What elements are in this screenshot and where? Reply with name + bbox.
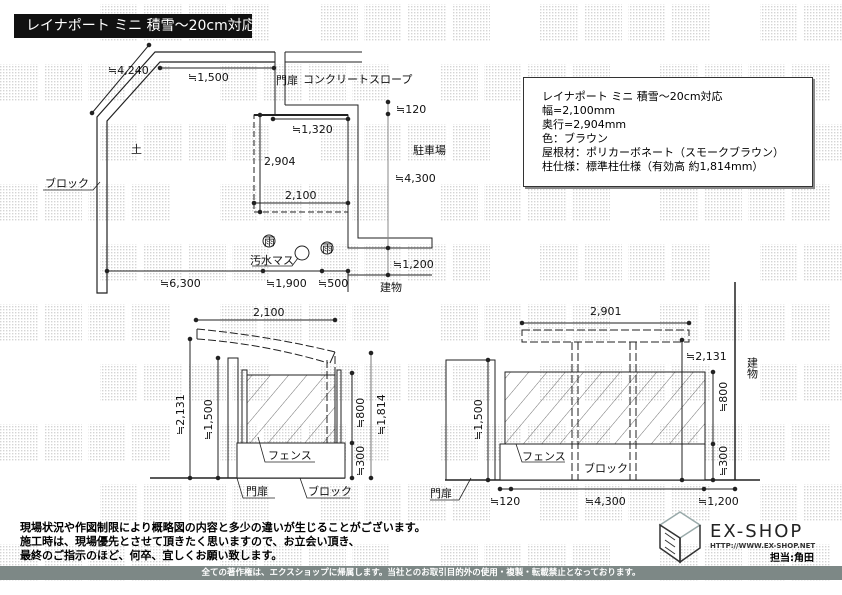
dim-side-300: ≒300 bbox=[717, 446, 730, 476]
spec-box: レイナポート ミニ 積雪～20cm対応 幅=2,100mm 奥行=2,904mm… bbox=[523, 77, 813, 187]
spec-line: レイナポート ミニ 積雪～20cm対応 bbox=[542, 90, 723, 103]
soil-label: 土 bbox=[131, 143, 142, 156]
spec-line: 幅=2,100mm bbox=[542, 104, 616, 117]
ex-shop-logo-icon bbox=[658, 511, 702, 564]
dim-1200: ≒1,200 bbox=[393, 258, 434, 271]
rain-drain-icon bbox=[320, 241, 334, 255]
dim-front-width: 2,100 bbox=[253, 306, 285, 319]
block-front bbox=[236, 442, 346, 479]
staff-label: 担当:角田 bbox=[770, 553, 814, 564]
dim-front-1814: ≒1,814 bbox=[375, 394, 388, 435]
drawing-title: レイナポート ミニ 積雪～20cm対応 bbox=[14, 14, 256, 38]
roof-side bbox=[521, 329, 690, 343]
fence-label-front: フェンス bbox=[268, 449, 312, 462]
dim-500: ≒500 bbox=[318, 277, 348, 290]
dim-top: ≒1,500 bbox=[188, 71, 229, 84]
dim-front-800: ≒800 bbox=[354, 398, 367, 428]
front-elevation: 2,100 ≒2,131 ≒1,500 ≒800 ≒300 ≒1,814 フェン… bbox=[150, 306, 388, 499]
dim-120: ≒120 bbox=[396, 103, 426, 116]
note-line: 最終のご指示のほど、何卒、宜しくお願い致します。 bbox=[20, 549, 283, 562]
gate-side bbox=[445, 359, 496, 481]
parking-label: 駐車場 bbox=[413, 143, 446, 157]
dim-side-120: ≒120 bbox=[490, 495, 520, 508]
fence-side bbox=[504, 371, 706, 445]
side-elevation: 2,901 ≒2,131 建物 ≒1,500 ≒800 ≒300 フェンス ブロ… bbox=[430, 282, 760, 508]
rain-drain-icon bbox=[262, 234, 276, 248]
dim-front-300: ≒300 bbox=[354, 446, 367, 476]
sewer-basin-icon bbox=[294, 245, 310, 261]
dim-depth: 2,904 bbox=[264, 155, 296, 168]
gate-label: 門扉 bbox=[276, 74, 298, 87]
parking-outline bbox=[285, 104, 433, 249]
rain-label: 雨 bbox=[264, 235, 275, 248]
slope-label: コンクリートスロープ bbox=[303, 73, 412, 86]
disclaimer-notes: 現場状況や作図制限により概略図の内容と多少の違いが生じることがございます。 施工… bbox=[20, 521, 620, 563]
building-label-side: 建物 bbox=[746, 356, 759, 379]
dim-side-4300: ≒4,300 bbox=[585, 495, 626, 508]
dim-front-2131: ≒2,131 bbox=[174, 394, 187, 435]
fence-front bbox=[246, 374, 336, 444]
dim-6300: ≒6,300 bbox=[160, 277, 201, 290]
rain-label: 雨 bbox=[322, 242, 333, 255]
gate-label-side: 門扉 bbox=[430, 487, 452, 500]
spec-line: 柱仕様：標準柱仕様（有効高 約1,814mm） bbox=[542, 160, 764, 173]
dim-side-1200: ≒1,200 bbox=[698, 495, 739, 508]
block-label-front: ブロック bbox=[308, 484, 352, 498]
fence-label-side: フェンス bbox=[522, 450, 566, 463]
note-line: 施工時は、現場優先とさせて頂きたく思いますので、お立会い頂き、 bbox=[20, 535, 360, 548]
plan-view: ≒4,240 ≒1,500 門扉 コンクリートスロープ ≒120 ≒1,320 … bbox=[43, 42, 446, 294]
dim-1320: ≒1,320 bbox=[292, 123, 333, 136]
building-label: 建物 bbox=[380, 280, 402, 294]
block-label: ブロック bbox=[45, 176, 89, 190]
gate-label-front: 門扉 bbox=[246, 485, 268, 498]
dim-side-2131: ≒2,131 bbox=[686, 350, 727, 363]
brand-name: EX-SHOP bbox=[710, 521, 804, 542]
brand: EX-SHOP HTTP://WWW.EX-SHOP.NET bbox=[710, 522, 830, 551]
block-wall-plan bbox=[96, 51, 275, 294]
spec-line: 色：ブラウン bbox=[542, 132, 608, 145]
gate-post-front bbox=[227, 357, 239, 479]
dim-front-1500: ≒1,500 bbox=[202, 399, 215, 440]
note-line: 現場状況や作図制限により概略図の内容と多少の違いが生じることがございます。 bbox=[20, 521, 426, 534]
dim-diagonal: ≒4,240 bbox=[108, 64, 149, 77]
gate-posts bbox=[274, 51, 362, 115]
copyright-band: 全ての著作権は、エクスショップに帰属します。当社とのお取引目的外の使用・複製・転… bbox=[0, 566, 842, 580]
brand-url: HTTP://WWW.EX-SHOP.NET bbox=[710, 542, 816, 550]
dim-side-800: ≒800 bbox=[717, 382, 730, 412]
dim-side-depth: 2,901 bbox=[590, 305, 622, 318]
block-label-side: ブロック bbox=[584, 461, 628, 475]
dim-4300: ≒4,300 bbox=[395, 172, 436, 185]
sewer-label: 汚水マス bbox=[250, 254, 294, 267]
spec-line: 屋根材：ポリカーボネート（スモークブラウン） bbox=[542, 146, 784, 159]
dim-1900: ≒1,900 bbox=[266, 277, 307, 290]
spec-line: 奥行=2,904mm bbox=[542, 118, 627, 131]
dim-width: 2,100 bbox=[285, 189, 317, 202]
dim-side-1500: ≒1,500 bbox=[472, 399, 485, 440]
